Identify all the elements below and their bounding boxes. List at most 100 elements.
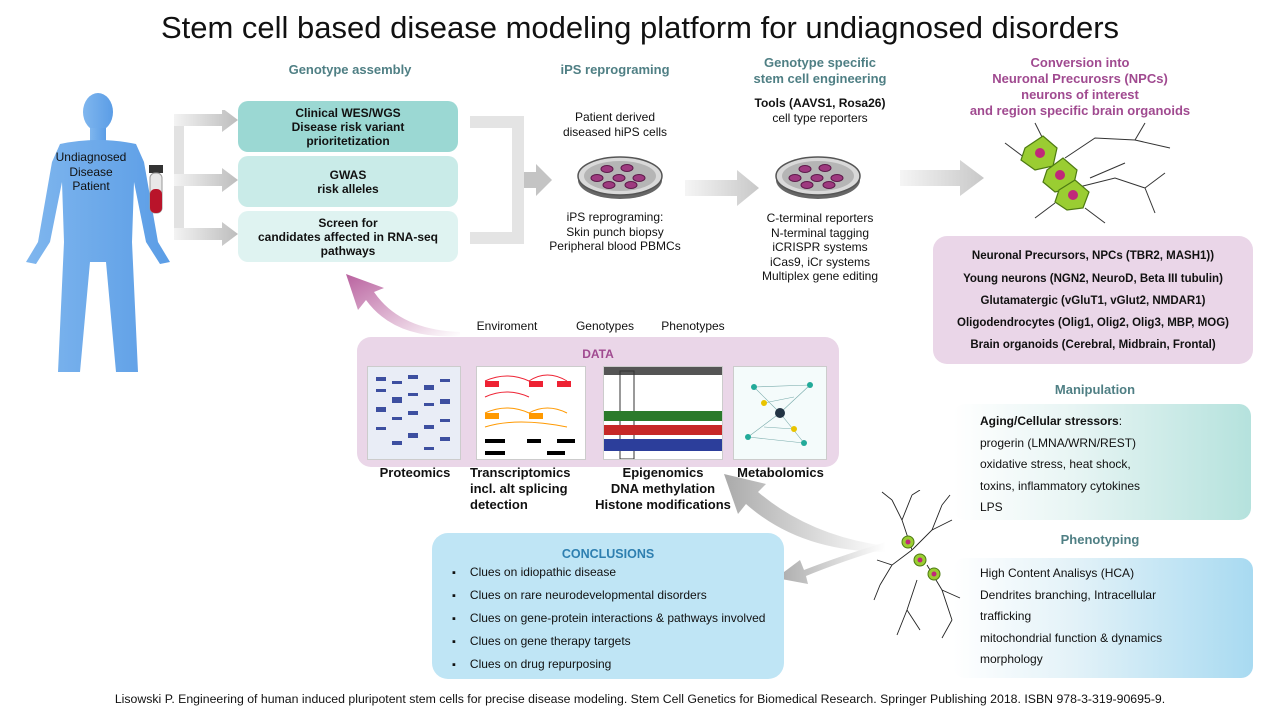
ips-bottom-line1: iPS reprograming:: [566, 210, 664, 224]
phenotyping-item-4: mitochondrial function & dynamics: [980, 630, 1163, 645]
label-transcriptomics: Transcriptomics incl. alt splicing detec…: [470, 465, 595, 513]
label-proteomics: Proteomics: [379, 465, 451, 480]
conclusion-item: Clues on gene therapy targets: [452, 630, 765, 653]
conclusion-item: Clues on idiopathic disease: [452, 561, 765, 584]
phenotyping-box: [953, 558, 1253, 678]
genotype-box-gwas: GWAS risk alleles: [238, 156, 458, 207]
genotype-box-wes-line2: Disease risk variant: [291, 119, 405, 134]
header-conversion-line1: Conversion into: [1030, 55, 1130, 70]
engineering-bottom-line1: C-terminal reporters: [766, 211, 874, 225]
engineering-bottom-line4: iCas9, iCr systems: [769, 254, 870, 269]
ips-bottom-line3: Peripheral blood PBMCs: [549, 239, 681, 253]
label-phenotypes: Phenotypes: [661, 319, 725, 333]
footer-citation: Lisowski P. Engineering of human induced…: [114, 692, 1166, 706]
phenotyping-text: High Content Analisys (HCA) Dendrites br…: [980, 563, 1162, 671]
engineering-bottom-line2: N-terminal tagging: [770, 225, 870, 240]
header-phenotyping: Phenotyping: [1060, 532, 1140, 547]
patient-label: Undiagnosed Disease Patient: [36, 150, 146, 194]
phenotyping-item-1: High Content Analisys (HCA): [980, 566, 1135, 580]
genotype-box-gwas-line1: GWAS: [329, 167, 367, 182]
header-genotype-specific: Genotype specific stem cell engineering: [730, 55, 910, 87]
genotype-box-rnaseq-line3: pathways: [320, 243, 376, 258]
label-transcriptomics-line3: detection: [470, 497, 528, 512]
header-conversion-line2: Neuronal Precurosrs (NPCs): [992, 71, 1168, 86]
npc-item-3: Glutamatergic (vGluT1, vGlut2, NMDAR1): [980, 295, 1206, 307]
engineering-tools: Tools (AAVS1, Rosa26) cell type reporter…: [740, 96, 900, 125]
header-conversion-line4: and region specific brain organoids: [969, 103, 1191, 118]
phenotyping-item-2: Dendrites branching, Intracellular: [980, 587, 1157, 602]
label-epigenomics-line3: Histone modifications: [595, 497, 731, 512]
label-epigenomics-line1: Epigenomics: [622, 465, 704, 480]
engineering-tools-bold: Tools (AAVS1, Rosa26): [754, 96, 886, 110]
npc-list-box: [933, 236, 1253, 364]
engineering-tools-sub: cell type reporters: [772, 110, 868, 125]
label-transcriptomics-line1: Transcriptomics: [470, 465, 571, 480]
genotype-box-rnaseq-line2: candidates affected in RNA-seq: [257, 229, 439, 244]
neurons-illustration-icon: [1004, 122, 1171, 224]
patient-label-line2: Patient: [72, 179, 110, 193]
engineering-bottom-text: C-terminal reporters N-terminal tagging …: [740, 211, 900, 284]
engineering-bottom-line5: Multiplex gene editing: [761, 269, 879, 283]
manipulation-bold-line: Aging/Cellular stressors: [980, 414, 1119, 428]
patient-to-genotype-arrows: [174, 110, 238, 246]
ips-bottom-text: iPS reprograming: Skin punch biopsy Peri…: [540, 210, 690, 254]
transcriptomics-splicing-image: [476, 366, 586, 460]
manipulation-item-1: progerin (LMNA/WRN/REST): [980, 435, 1137, 450]
npc-item-1: Neuronal Precursors, NPCs (TBR2, MASH1)): [971, 250, 1215, 262]
genotype-box-rnaseq-line1: Screen for: [318, 215, 378, 230]
ips-top-line1: Patient derived: [574, 110, 656, 124]
patient-label-line1: Undiagnosed Disease: [55, 150, 127, 179]
label-transcriptomics-line2: incl. alt splicing: [470, 481, 568, 496]
genotype-box-gwas-line2: risk alleles: [317, 181, 379, 196]
conclusions-header: CONCLUSIONS: [561, 547, 655, 561]
conclusion-item: Clues on gene-protein interactions & pat…: [452, 607, 766, 630]
genotype-box-wes: Clinical WES/WGS Disease risk variant pr…: [238, 101, 458, 152]
blood-tube-icon: [149, 165, 163, 214]
ips-top-line2: diseased hiPS cells: [562, 124, 668, 139]
label-genotypes: Genotypes: [575, 319, 635, 333]
conclusion-item: Clues on rare neurodevelopmental disorde…: [452, 584, 765, 607]
header-genotype-assembly: Genotype assembly: [288, 62, 412, 77]
manipulation-item-4: LPS: [980, 500, 1003, 514]
label-epigenomics: Epigenomics DNA methylation Histone modi…: [588, 465, 738, 513]
phenotyping-feedback-arrows: [724, 474, 886, 584]
epigenomics-track-image: [603, 366, 723, 460]
ips-top-text: Patient derived diseased hiPS cells: [550, 110, 680, 139]
engineering-to-neurons-arrow: [900, 160, 984, 196]
manipulation-box: [953, 404, 1251, 520]
header-manipulation: Manipulation: [1054, 382, 1136, 397]
label-epigenomics-line2: DNA methylation: [610, 481, 716, 496]
genotype-box-wes-line3: prioritetization: [306, 133, 390, 148]
petri-dish-ips-icon: [577, 156, 663, 199]
phenotyping-item-5: morphology: [980, 652, 1043, 666]
dendrite-neuron-icon: [873, 490, 961, 639]
proteomics-gel-image: [367, 366, 461, 460]
engineering-bottom-line3: iCRISPR systems: [772, 240, 868, 254]
page-title: Stem cell based disease modeling platfor…: [160, 10, 1120, 45]
npc-item-2: Young neurons (NGN2, NeuroD, Beta III tu…: [963, 273, 1223, 285]
manipulation-item-2: oxidative stress, heat shock,: [980, 457, 1131, 471]
ips-bottom-line2: Skin punch biopsy: [566, 224, 664, 239]
data-header: DATA: [582, 347, 614, 361]
manipulation-bold-suffix: :: [1118, 414, 1123, 428]
genotype-box-rnaseq: Screen for candidates affected in RNA-se…: [238, 211, 458, 262]
header-ips-reprograming: iPS reprograming: [560, 62, 670, 77]
npc-item-4: Oligodendrocytes (Olig1, Olig2, Olig3, M…: [957, 317, 1229, 329]
header-conversion: Conversion into Neuronal Precurosrs (NPC…: [930, 55, 1230, 119]
human-figure-icon: [26, 93, 170, 372]
header-genotype-specific-line2: stem cell engineering: [753, 71, 887, 86]
data-to-genotype-curved-arrow: [346, 274, 460, 337]
label-metabolomics: Metabolomics: [737, 465, 824, 480]
conclusion-item: Clues on drug repurposing: [452, 653, 765, 676]
manipulation-text: Aging/Cellular stressors: progerin (LMNA…: [980, 411, 1140, 519]
label-enviroment: Enviroment: [476, 319, 538, 333]
petri-dish-engineering-icon: [775, 156, 861, 199]
ips-to-engineering-arrow: [685, 170, 759, 206]
genotype-to-ips-arrow: [470, 116, 552, 244]
manipulation-item-3: toxins, inflammatory cytokines: [980, 478, 1141, 493]
genotype-box-wes-line1: Clinical WES/WGS: [295, 105, 401, 120]
conclusions-list: Clues on idiopathic disease Clues on rar…: [452, 561, 766, 676]
metabolomics-network-image: [733, 366, 827, 460]
header-conversion-line3: neurons of interest: [1021, 87, 1139, 102]
npc-item-5: Brain organoids (Cerebral, Midbrain, Fro…: [970, 339, 1216, 351]
